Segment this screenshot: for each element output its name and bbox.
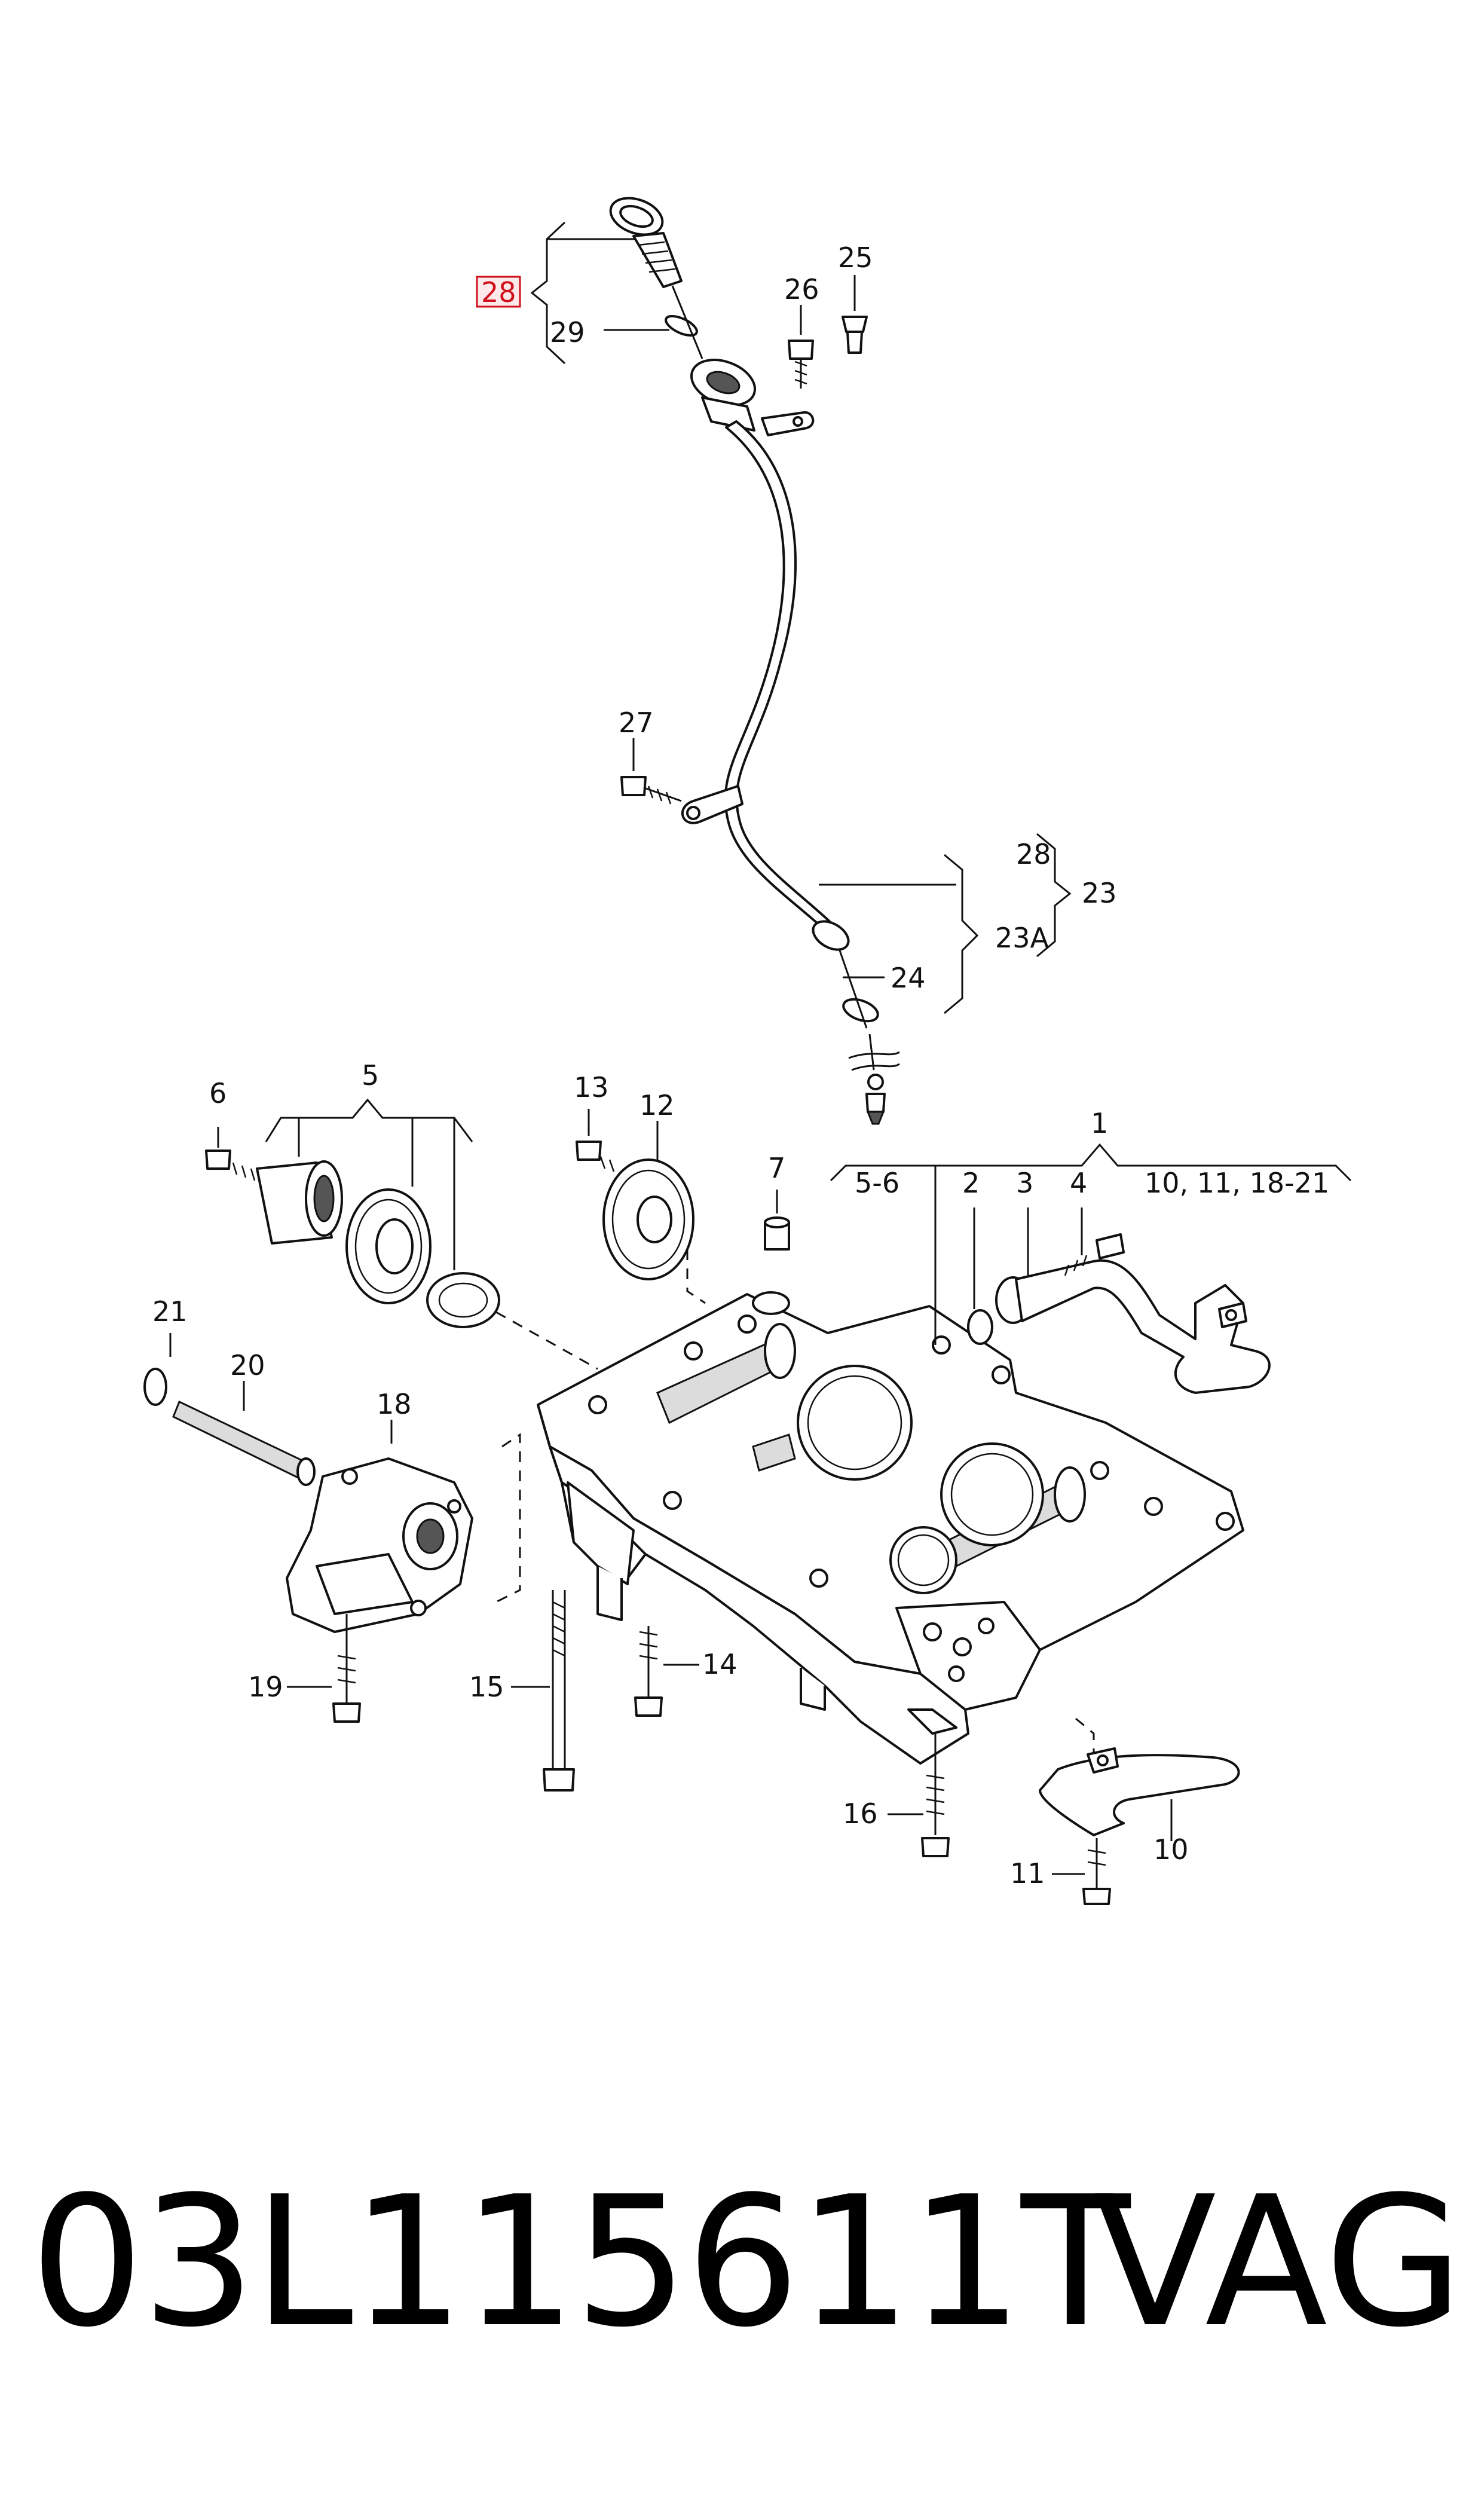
part-number-text: 03L115611T <box>30 2158 1130 2367</box>
highlight-box-28 <box>476 276 521 308</box>
callout-25: 25 <box>838 241 873 274</box>
callout-15: 15 <box>469 1671 504 1703</box>
callout-5-6: 5-6 <box>855 1167 899 1199</box>
callout-7: 7 <box>768 1152 785 1184</box>
balance-shaft-module <box>537 1291 1244 1765</box>
callout-4: 4 <box>1070 1167 1087 1199</box>
callout-11: 11 <box>1010 1857 1045 1890</box>
callout-12: 12 <box>640 1089 675 1121</box>
callout-13: 13 <box>574 1071 609 1103</box>
callout-3: 3 <box>1016 1167 1033 1199</box>
callout-19: 19 <box>248 1671 283 1703</box>
callout-23: 23 <box>1082 877 1117 909</box>
internal-gear-b <box>940 1442 1044 1546</box>
callout-labels: 28 29 26 25 27 28 23 23A 24 1 5-6 2 3 4 … <box>152 241 1329 1890</box>
callout-28-highlight: 28 <box>481 276 516 308</box>
callout-18: 18 <box>377 1388 412 1420</box>
callout-26: 26 <box>784 273 819 305</box>
callout-6: 6 <box>209 1077 227 1109</box>
dipstick-assembly <box>530 197 1072 1125</box>
callout-21: 21 <box>152 1295 188 1328</box>
callout-2: 2 <box>962 1167 980 1199</box>
left-parts <box>143 1098 790 1792</box>
callout-10-11-18-21: 10, 11, 18-21 <box>1145 1167 1329 1199</box>
callout-10: 10 <box>1153 1833 1189 1866</box>
callout-20: 20 <box>230 1349 265 1381</box>
callout-27: 27 <box>619 707 654 739</box>
internal-gear-c <box>889 1526 957 1594</box>
callout-5: 5 <box>362 1059 379 1092</box>
internal-gear-a <box>797 1365 913 1481</box>
right-parts <box>830 1143 1352 1905</box>
callout-23a: 23A <box>995 922 1049 954</box>
callout-24: 24 <box>891 962 926 994</box>
callout-28: 28 <box>1016 838 1051 870</box>
callout-29: 29 <box>550 316 585 348</box>
callout-14: 14 <box>702 1648 738 1680</box>
brand-text: VAG <box>1094 2158 1464 2367</box>
callout-16: 16 <box>843 1797 878 1830</box>
callout-1: 1 <box>1091 1107 1108 1139</box>
